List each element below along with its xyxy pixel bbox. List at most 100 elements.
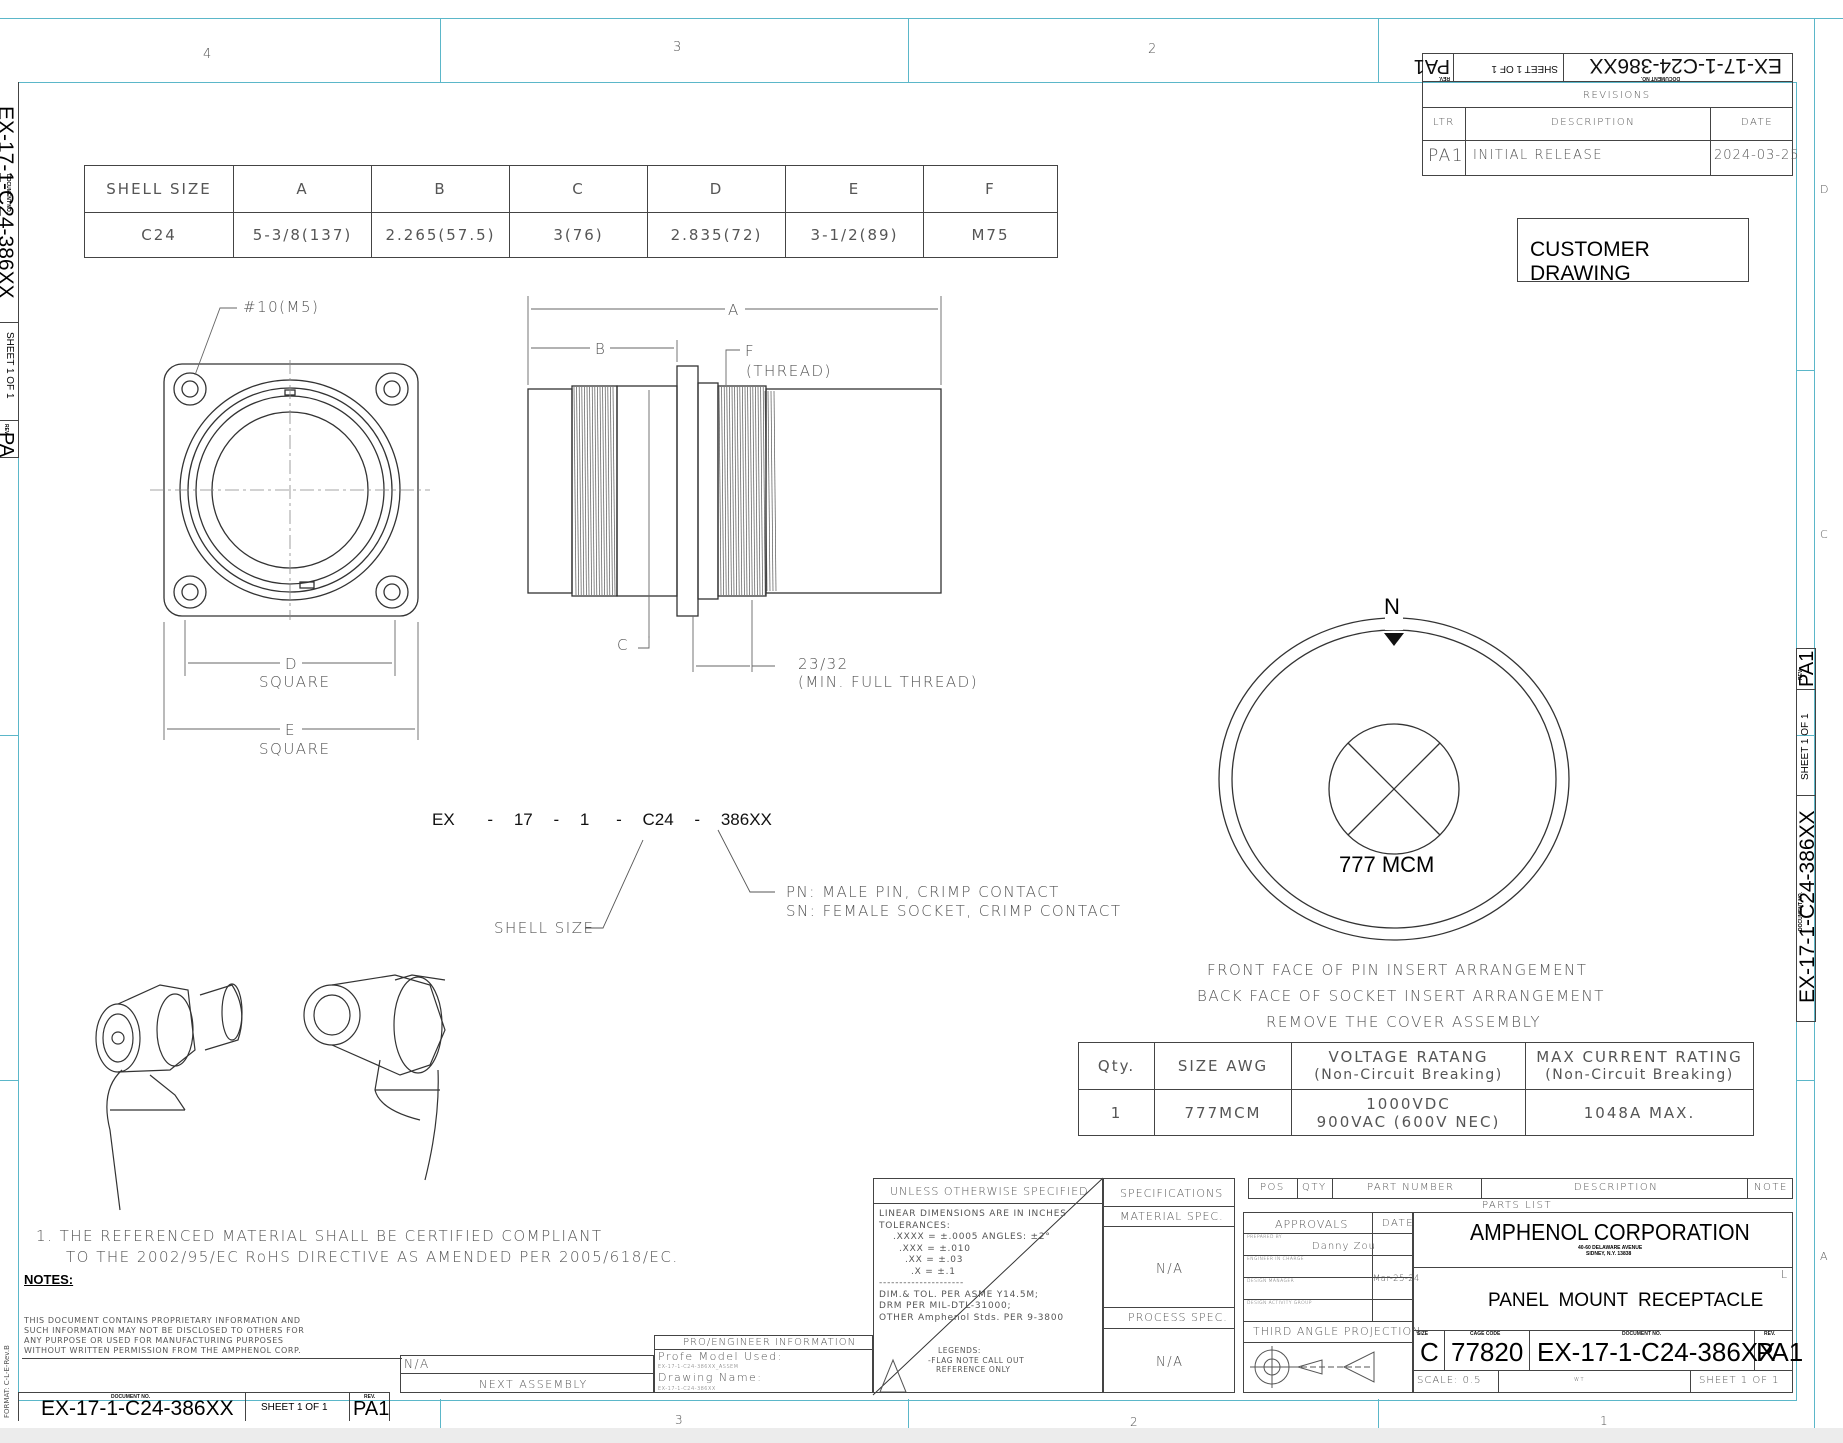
pl-col	[1297, 1179, 1298, 1199]
rating-header-awg: SIZE AWG	[1154, 1042, 1292, 1090]
prepared-by: Danny Zou	[1312, 1241, 1376, 1252]
thread-line	[576, 386, 579, 596]
rating-awg: 777MCM	[1154, 1089, 1292, 1136]
dim-cell: 3(76)	[509, 212, 648, 258]
tol-line-text: .XX = ±.03	[905, 1255, 964, 1265]
rev-col-line	[1710, 107, 1711, 175]
thread-line	[773, 390, 777, 592]
thread-line	[721, 386, 724, 596]
tb-col	[1690, 1370, 1691, 1392]
tb-col	[1498, 1370, 1499, 1392]
tolerance-title: UNLESS OTHERWISE SPECIFIED	[890, 1185, 1089, 1198]
format-label: FORMAT: C-L-E-Rev.B	[3, 1345, 11, 1418]
rating-voltage-ac: 900VAC (600V NEC)	[1316, 1112, 1501, 1131]
left-sheet: SHEET 1 OF 1	[4, 332, 15, 399]
dimension-table: SHELL SIZE A B C D E F C24 5-3/8(137) 2.…	[84, 165, 1058, 258]
tolerance-legend: LEGENDS: -FLAG NOTE CALL OUT REFERENCE O…	[918, 1346, 1024, 1375]
proprietary-line: WITHOUT WRITTEN PERMISSION FROM THE AMPH…	[24, 1346, 302, 1355]
thread-line	[729, 386, 732, 596]
e-dimension-label: E	[285, 721, 296, 739]
rev-header-date: DATE	[1741, 117, 1774, 128]
process-spec-label: PROCESS SPEC.	[1128, 1311, 1228, 1324]
hole-callout: #10(M5)	[243, 298, 320, 316]
right-sheet: SHEET 1 OF 1	[1800, 713, 1811, 780]
rating-header-current: MAX CURRENT RATING (Non-Circuit Breaking…	[1525, 1042, 1754, 1090]
thread-line	[736, 386, 740, 596]
strip-divider	[349, 1393, 350, 1421]
process-spec-value: N/A	[1156, 1355, 1184, 1370]
rating-qty: 1	[1078, 1089, 1155, 1136]
ap-line	[1244, 1233, 1412, 1234]
third-angle-projection-symbol	[1250, 1346, 1375, 1388]
thread-line	[602, 386, 605, 596]
pl-header-description: DESCRIPTION	[1574, 1182, 1659, 1193]
proprietary-underline	[22, 1358, 402, 1359]
thread-line	[762, 386, 766, 596]
insert-caption-1: FRONT FACE OF PIN INSERT ARRANGEMENT	[1207, 961, 1588, 979]
right-doc-strip: REV. PA1 SHEET 1 OF 1 DOCUMENT NO. EX-17…	[1796, 648, 1816, 1022]
legend-line: REFERENCE ONLY	[936, 1365, 1011, 1374]
thread-line	[723, 386, 727, 596]
specifications-block: SPECIFICATIONS MATERIAL SPEC. N/A PROCES…	[1103, 1178, 1235, 1393]
pro-e-title: PRO/ENGINEER INFORMATION	[683, 1337, 857, 1348]
rev-row-line	[1423, 140, 1792, 141]
company-name: AMPHENOL CORPORATION	[1470, 1219, 1750, 1245]
dim-header: E	[785, 165, 924, 213]
thread-line	[726, 386, 730, 596]
tolerance-lines: LINEAR DIMENSIONS ARE IN INCHES TOLERANC…	[879, 1209, 1067, 1324]
ap-line	[1244, 1321, 1412, 1322]
approvals-title: APPROVALS	[1275, 1218, 1349, 1231]
tol-line	[874, 1203, 1102, 1204]
engineer-label: ENGINEER IN CHARGE	[1247, 1257, 1305, 1262]
pn-dash: -	[553, 810, 560, 829]
revisions-title: REVISIONS	[1583, 90, 1651, 101]
bottom-edge	[0, 1428, 1843, 1443]
c-dimension-label: C	[617, 636, 629, 654]
strip-divider	[1563, 54, 1564, 82]
material-spec-label: MATERIAL SPEC.	[1120, 1210, 1224, 1223]
pl-header-qty: QTY	[1302, 1182, 1327, 1193]
thread-line	[752, 386, 756, 596]
pl-col	[1747, 1179, 1748, 1199]
pro-engineer-box: PRO/ENGINEER INFORMATION Profe Model Use…	[654, 1335, 873, 1393]
legend-line: LEGENDS:	[938, 1346, 981, 1355]
voltage-header-text: VOLTAGE RATANG	[1328, 1048, 1489, 1066]
pn-dash: -	[694, 810, 701, 829]
thread-line	[734, 386, 737, 596]
zone-divider	[440, 18, 441, 82]
current-subheader: (Non-Circuit Breaking)	[1545, 1067, 1734, 1083]
b-dimension-label: B	[595, 340, 607, 358]
parts-list-header: POS QTY PART NUMBER DESCRIPTION NOTE	[1248, 1178, 1793, 1199]
zone-label-b3: 3	[675, 1413, 685, 1427]
left-doc-no: EX-17-1-C24-386XX	[0, 106, 17, 299]
rev-row-line	[1423, 107, 1792, 108]
strip-divider	[1797, 795, 1815, 796]
left-doc-strip: DOCUMENT NO. EX-17-1-C24-386XX SHEET 1 O…	[0, 82, 19, 458]
part-number-breakdown: EX - 17 - 1 - C24 - 386XX	[432, 810, 772, 830]
thread-line	[573, 386, 577, 596]
iso-connector-2	[303, 974, 446, 1181]
f-dimension-label: F	[745, 342, 756, 360]
bottom-doc-strip: DOCUMENT NO. EX-17-1-C24-386XX SHEET 1 O…	[18, 1392, 390, 1421]
zone-label-c: C	[1820, 528, 1830, 541]
ap-line	[1244, 1299, 1412, 1300]
thread-line	[591, 386, 595, 596]
customer-drawing-box: CUSTOMER DRAWING	[1517, 218, 1749, 285]
tb-line	[1414, 1330, 1792, 1331]
pl-header-part: PART NUMBER	[1367, 1182, 1455, 1193]
dim-header: B	[371, 165, 510, 213]
pl-col	[1481, 1179, 1482, 1199]
right-rev: PA1	[1796, 650, 1816, 687]
material-spec-value: N/A	[1156, 1262, 1184, 1277]
ap-line	[1244, 1277, 1412, 1278]
voltage-subheader: (Non-Circuit Breaking)	[1314, 1067, 1503, 1083]
proprietary-line: ANY PURPOSE OR USED FOR MANUFACTURING PU…	[24, 1336, 284, 1345]
zone-label-b2: 2	[1130, 1415, 1140, 1429]
approvals-date-label: DATE	[1382, 1218, 1415, 1229]
a-dimension-label: A	[728, 301, 740, 319]
tb-line	[1414, 1267, 1792, 1268]
bottom-doc-no: EX-17-1-C24-386XX	[41, 1397, 234, 1420]
tol-line-text: .XXXX = ±.0005 ANGLES: ±2°	[893, 1232, 1051, 1242]
zone-divider	[0, 1080, 18, 1081]
scale-label: SCALE: 0.5	[1417, 1375, 1482, 1386]
